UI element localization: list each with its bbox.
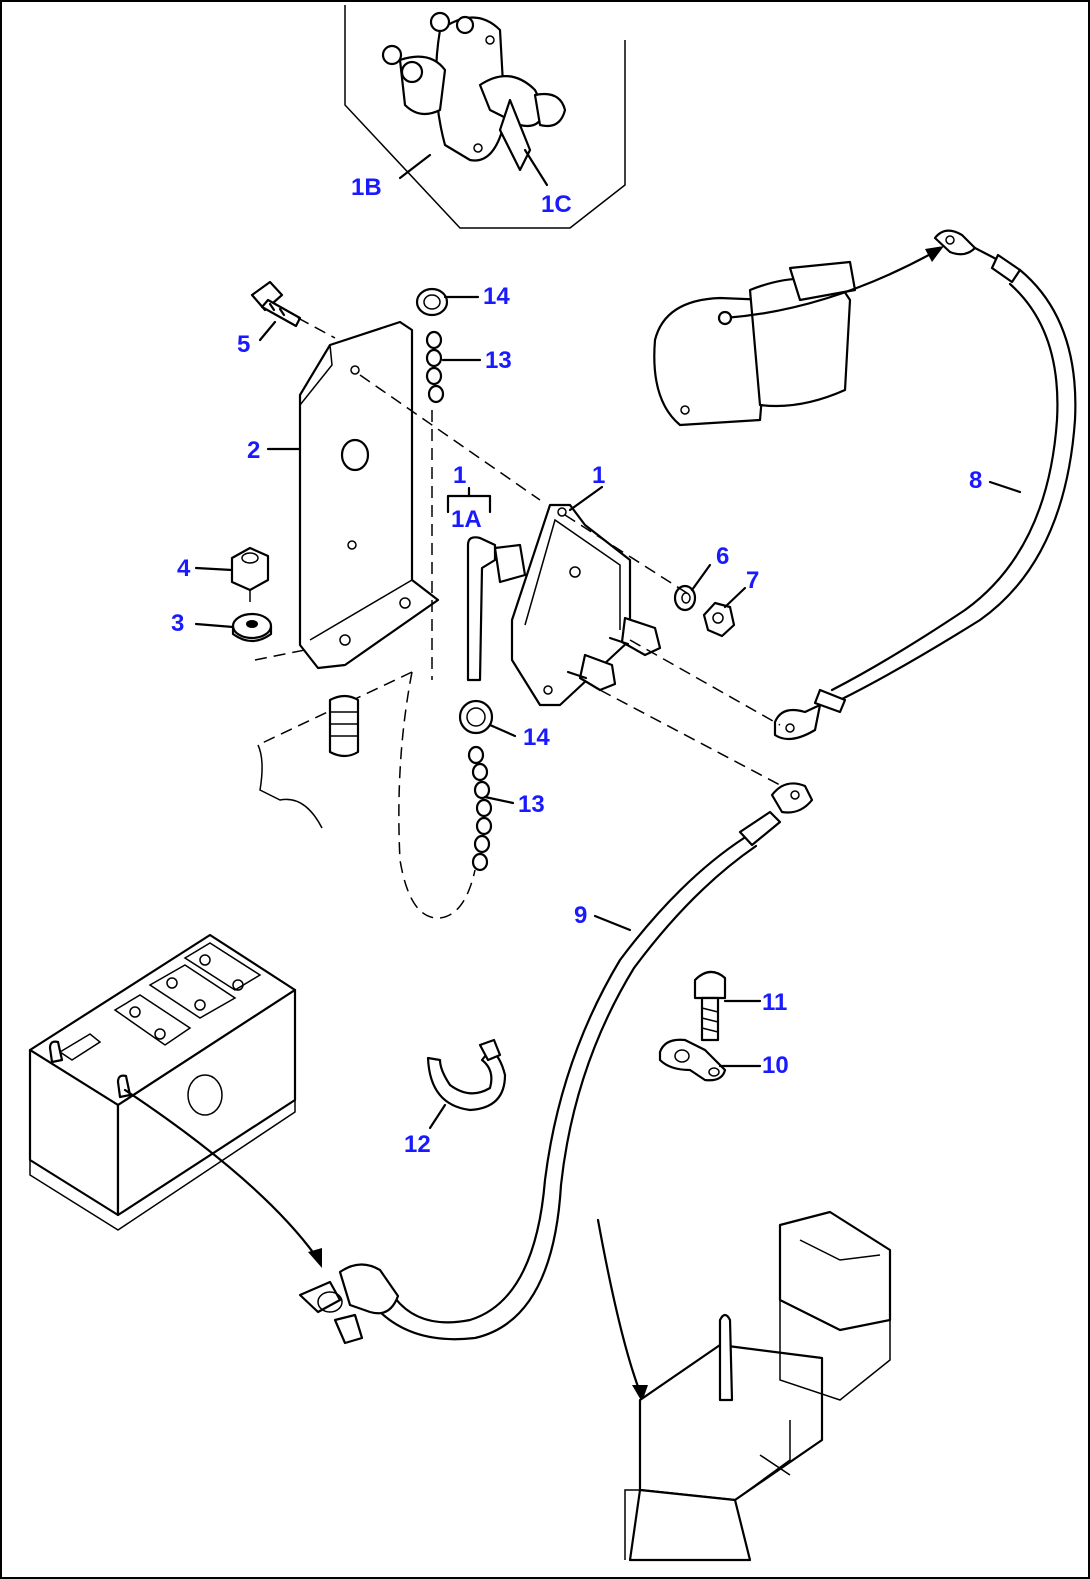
callout-1B: 1B <box>351 174 382 201</box>
boot-14-top <box>415 287 449 317</box>
callout-3: 3 <box>171 610 184 637</box>
clamp-10 <box>658 1038 727 1082</box>
callout-6: 6 <box>716 543 729 570</box>
callout-1A: 1A <box>451 506 482 533</box>
bolt-5 <box>250 280 302 328</box>
callout-7: 7 <box>746 567 759 594</box>
cable-8 <box>773 229 1077 741</box>
chain-13-top <box>425 330 445 404</box>
callout-14-lower: 14 <box>523 724 550 751</box>
callout-1: 1 <box>592 462 605 489</box>
nut-4 <box>230 546 270 592</box>
callout-13-lower: 13 <box>518 791 545 818</box>
cable-9 <box>298 782 814 1345</box>
chain-13-lower <box>467 745 493 872</box>
clip-12 <box>426 1038 507 1112</box>
callout-4: 4 <box>177 555 191 582</box>
leader-lines <box>194 295 1022 1130</box>
callouts: 1B 1C 14 13 5 2 1 1A 1 6 7 4 3 8 14 13 9… <box>171 174 982 1158</box>
callout-14-top: 14 <box>483 283 510 310</box>
battery <box>28 933 322 1268</box>
starter-motor <box>653 246 944 427</box>
bracket-2 <box>298 320 440 670</box>
bolt-11 <box>693 970 727 1042</box>
mounting-frame <box>257 671 476 919</box>
callout-2: 2 <box>247 437 260 464</box>
callout-10: 10 <box>762 1052 789 1079</box>
callout-1C: 1C <box>541 191 572 218</box>
callout-8: 8 <box>969 467 982 494</box>
assembly-lines <box>249 317 781 786</box>
washer-6 <box>673 584 697 612</box>
relay-1 <box>466 503 662 707</box>
callout-13-top: 13 <box>485 347 512 374</box>
nut-7 <box>702 601 736 638</box>
washer-3 <box>231 612 273 643</box>
boot-14-lower <box>458 699 494 735</box>
callout-12: 12 <box>404 1131 431 1158</box>
machine-frame <box>596 1210 892 1562</box>
callout-9: 9 <box>574 902 587 929</box>
callout-1-group: 1 <box>453 462 466 489</box>
detail-inset <box>344 5 626 229</box>
callout-11: 11 <box>762 989 787 1016</box>
callout-5: 5 <box>237 331 250 358</box>
